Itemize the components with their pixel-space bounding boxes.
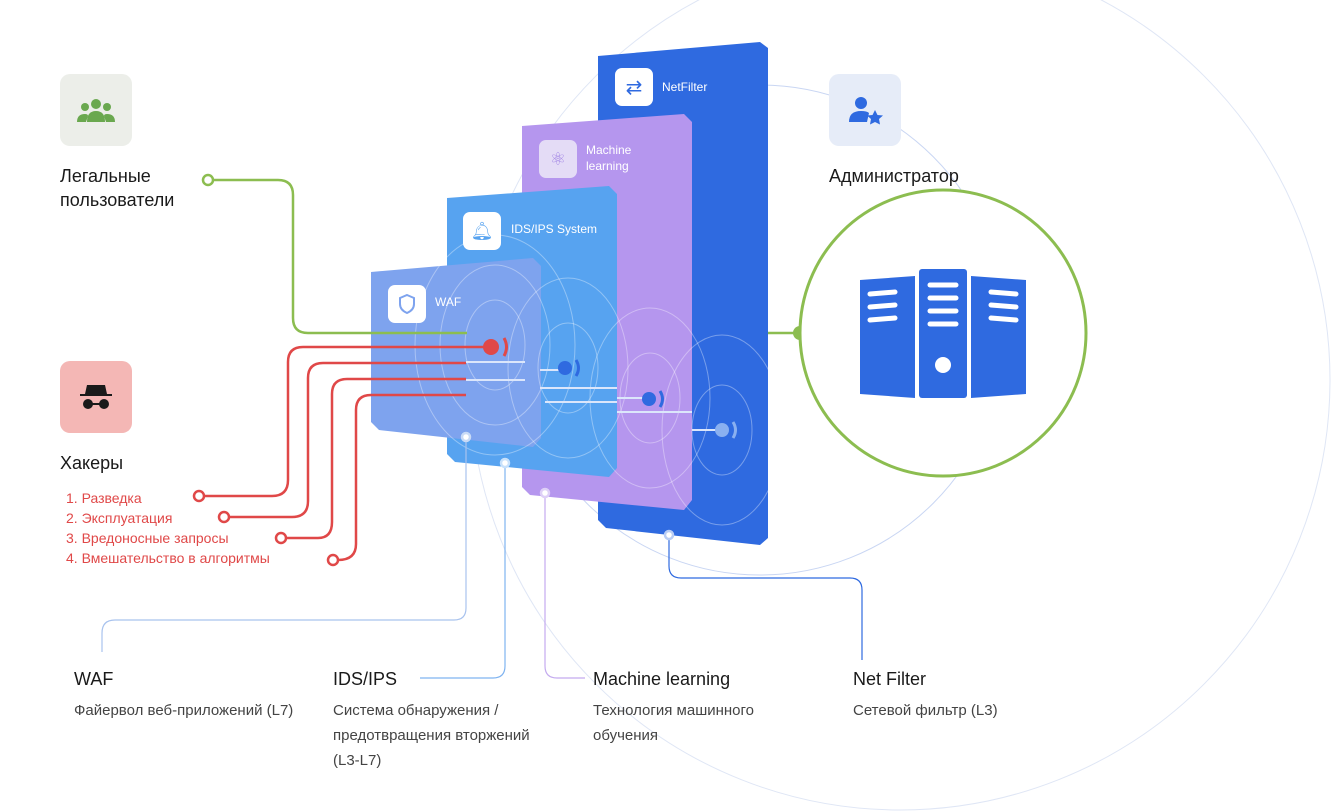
netfilter-card-title: NetFilter [662,80,708,94]
legal-users-line [213,178,467,335]
legend-ml: Machine learning Технология машинного об… [593,669,803,748]
admin-star-icon [829,74,901,146]
incognito-icon [60,361,132,433]
waf-shield-icon [388,285,426,323]
hacker-step: 4. Вмешательство в алгоритмы [66,550,270,566]
users-icon [60,74,132,146]
legend-title: Machine learning [593,669,731,689]
legend-netfilter: Net Filter Сетевой фильтр (L3) [853,669,1073,723]
waf-card-title: WAF [435,295,462,309]
hackers-label: Хакеры [60,453,124,473]
hacker-step: 2. Эксплуатация [66,510,173,526]
legend-desc: Технология машинного обучения [593,702,754,744]
legend-waf: WAF Файервол веб-приложений (L7) [74,669,314,723]
legend-title: WAF [74,669,114,689]
legend-desc: Файервол веб-приложений (L7) [74,702,294,719]
hacker-step: 3. Вредоносные запросы [66,530,229,546]
ids-card-title: IDS/IPS System [511,222,598,236]
legend-ids: IDS/IPS Система обнаружения / предотвращ… [333,669,553,773]
legend-desc: Сетевой фильтр (L3) [853,702,998,719]
admin-label: Администратор [829,166,959,186]
netfilter-icon: ⇄ [615,68,653,106]
hacker-steps: 1. Разведка 2. Эксплуатация 3. Вредоносн… [66,488,270,568]
legal-users-label: Легальные пользователи [60,166,175,210]
ids-alert-icon: 🔔︎ [463,212,501,250]
ml-card-title: Machine learning [586,143,632,173]
ml-brain-icon: ⚛ [539,140,577,178]
server-icon [860,269,1026,398]
attack-point [483,339,499,355]
legend-title: Net Filter [853,669,927,689]
hacker-lines [204,345,484,562]
hacker-step: 1. Разведка [66,490,142,506]
legend-desc: Система обнаружения / предотвращения вто… [333,702,530,769]
legend-title: IDS/IPS [333,669,398,689]
